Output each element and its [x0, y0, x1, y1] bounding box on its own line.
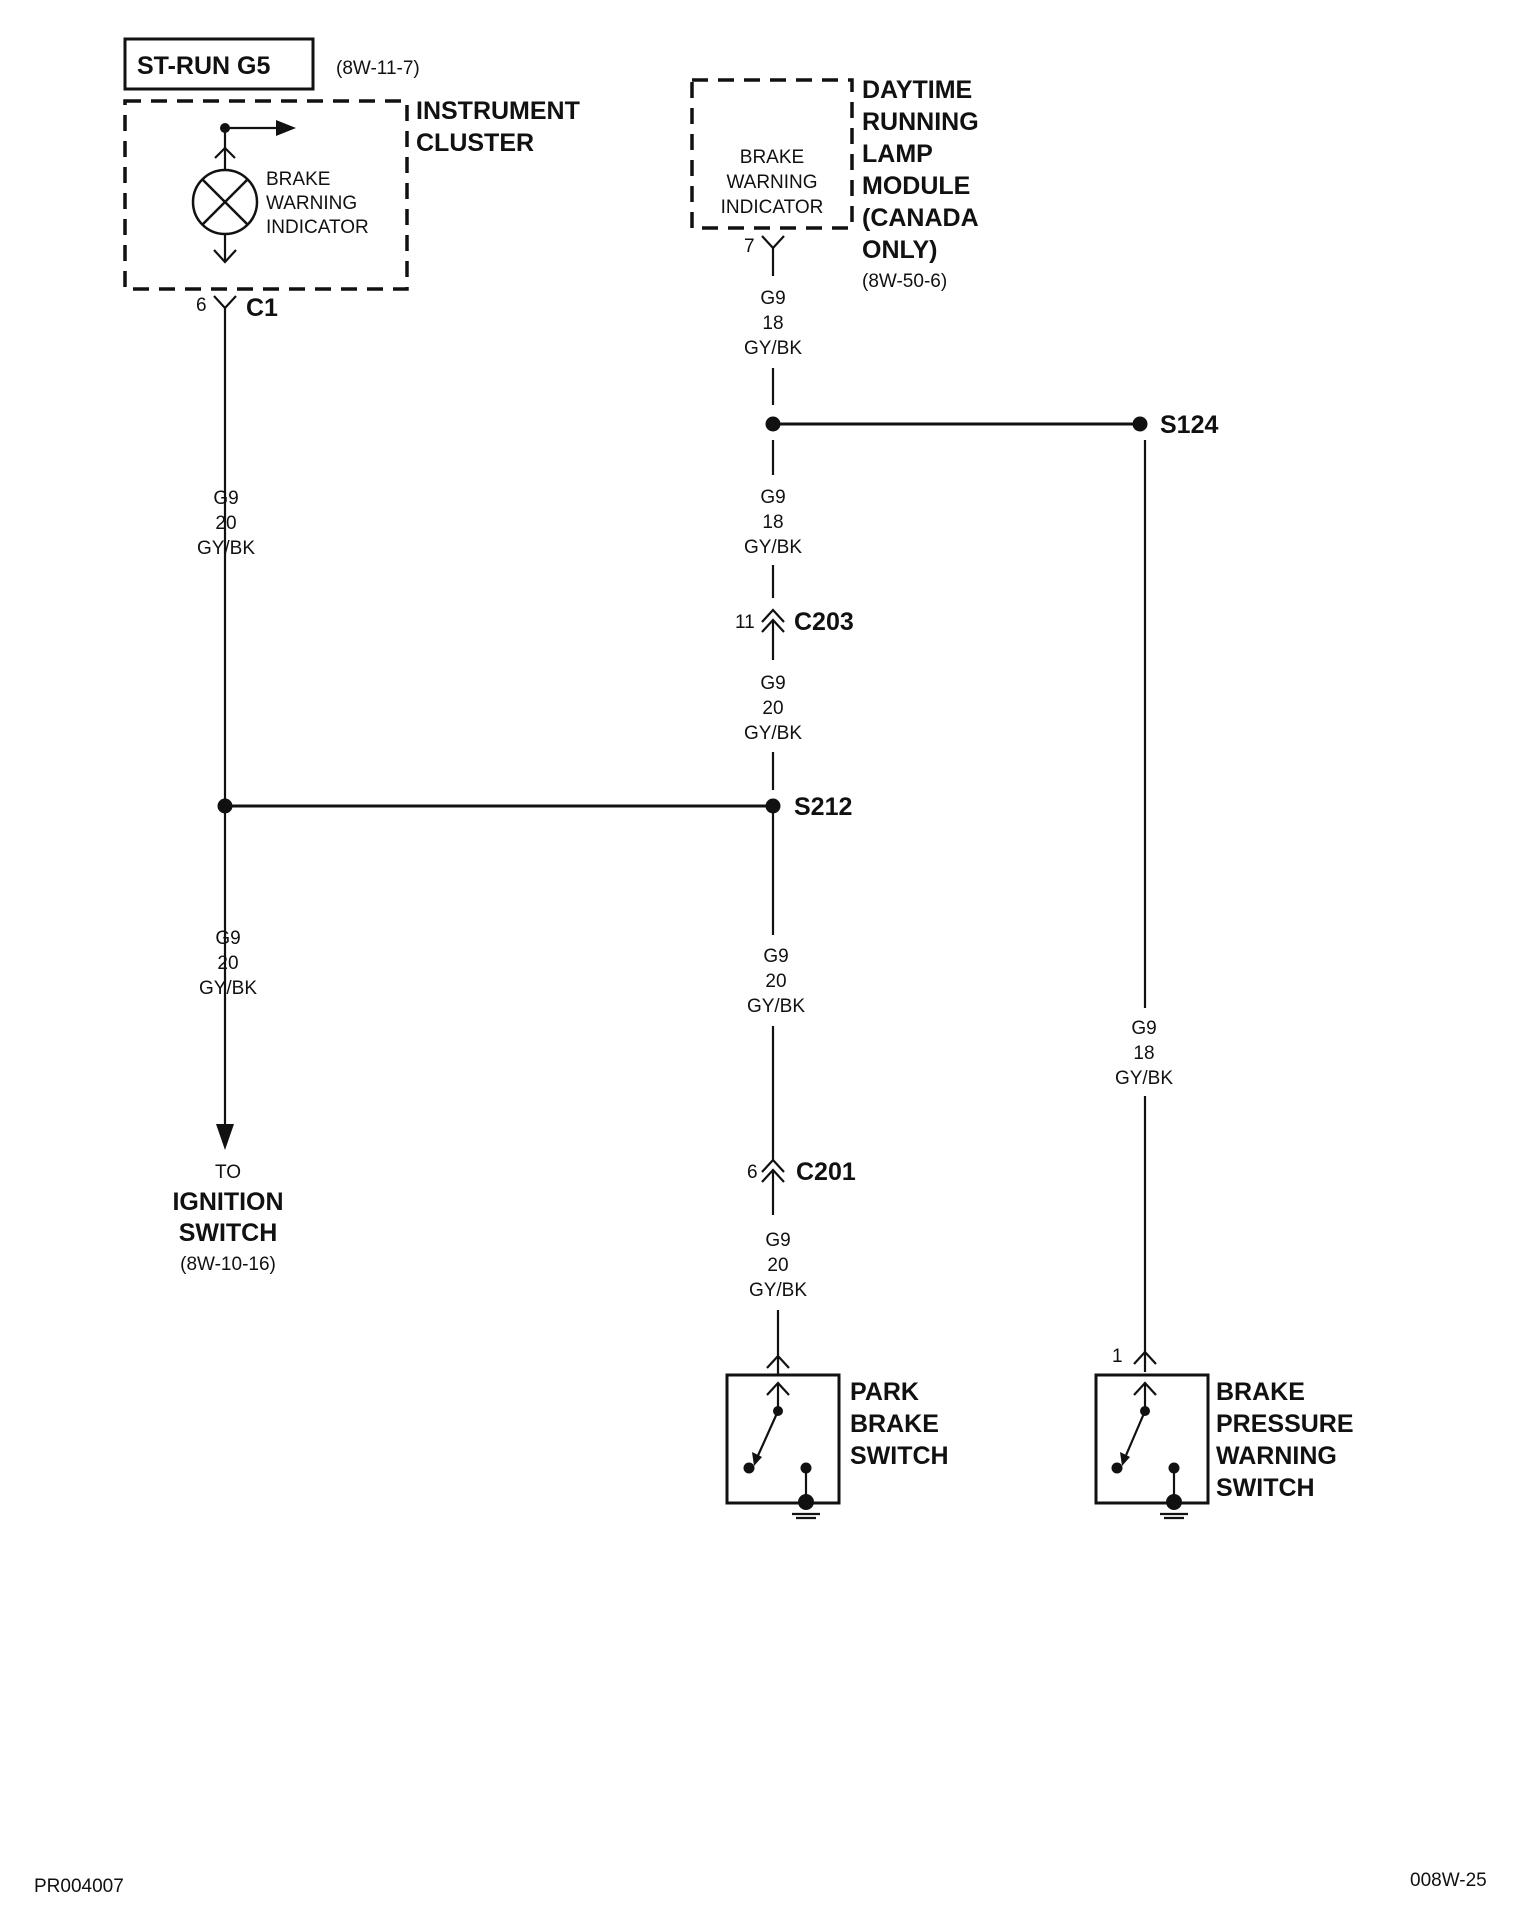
wire-label-center-1: G9 18 GY/BK: [744, 288, 802, 359]
brake-pressure-pin: 1: [1112, 1346, 1123, 1367]
c203-label: C203: [794, 608, 854, 636]
c203-pin: 11: [735, 612, 755, 633]
cluster-indicator-line-2: WARNING: [266, 193, 357, 214]
svg-text:20: 20: [217, 953, 238, 974]
footer-right-code: 008W-25: [1410, 1870, 1487, 1891]
svg-text:GY/BK: GY/BK: [1115, 1068, 1173, 1089]
svg-text:GY/BK: GY/BK: [749, 1280, 807, 1301]
svg-text:SWITCH: SWITCH: [179, 1219, 278, 1247]
c1-label: C1: [246, 294, 278, 322]
svg-text:BRAKE: BRAKE: [1216, 1378, 1305, 1406]
drl-module-box: [690, 78, 854, 230]
drl-module-ref: (8W-50-6): [862, 271, 947, 292]
c1-connector-icon: [213, 295, 237, 310]
brake-pressure-switch-icon: [1094, 1373, 1210, 1520]
svg-text:G9: G9: [763, 946, 788, 967]
svg-text:G9: G9: [760, 288, 785, 309]
svg-text:(CANADA: (CANADA: [862, 204, 979, 232]
s124-label: S124: [1160, 411, 1218, 439]
svg-text:IGNITION: IGNITION: [172, 1188, 283, 1216]
svg-text:PARK: PARK: [850, 1378, 919, 1406]
svg-text:SWITCH: SWITCH: [850, 1442, 949, 1470]
svg-text:BRAKE: BRAKE: [850, 1410, 939, 1438]
drl-connector-icon: [761, 235, 785, 250]
wire-label-center-5: G9 20 GY/BK: [749, 1230, 807, 1301]
svg-text:GY/BK: GY/BK: [199, 978, 257, 999]
svg-text:GY/BK: GY/BK: [744, 537, 802, 558]
instrument-cluster-box: [123, 99, 409, 291]
instrument-cluster-title-1: INSTRUMENT: [416, 97, 580, 125]
drl-module-title: DAYTIME RUNNING LAMP MODULE (CANADA ONLY…: [862, 76, 979, 264]
svg-text:ONLY): ONLY): [862, 236, 937, 264]
instrument-cluster-title-2: CLUSTER: [416, 129, 534, 157]
svg-text:WARNING: WARNING: [1216, 1442, 1337, 1470]
svg-text:MODULE: MODULE: [862, 172, 970, 200]
svg-text:G9: G9: [760, 673, 785, 694]
svg-text:G9: G9: [215, 928, 240, 949]
wire-label-right: G9 18 GY/BK: [1115, 1018, 1173, 1089]
svg-text:(8W-10-16): (8W-10-16): [180, 1254, 276, 1275]
svg-text:G9: G9: [1131, 1018, 1156, 1039]
cluster-indicator-line-3: INDICATOR: [266, 217, 369, 238]
svg-text:18: 18: [762, 313, 783, 334]
cluster-indicator-line-1: BRAKE: [266, 169, 330, 190]
arrow-down-icon: [216, 1124, 234, 1150]
c201-label: C201: [796, 1158, 856, 1186]
svg-text:WARNING: WARNING: [726, 172, 817, 193]
ignition-switch-label: TO IGNITION SWITCH (8W-10-16): [172, 1162, 283, 1275]
svg-text:SWITCH: SWITCH: [1216, 1474, 1315, 1502]
svg-text:20: 20: [765, 971, 786, 992]
wire-label-left-lower: G9 20 GY/BK: [199, 928, 257, 999]
svg-text:G9: G9: [760, 487, 785, 508]
svg-text:20: 20: [215, 513, 236, 534]
svg-text:G9: G9: [765, 1230, 790, 1251]
svg-text:BRAKE: BRAKE: [740, 147, 804, 168]
svg-text:18: 18: [1133, 1043, 1154, 1064]
drl-indicator-label: BRAKE WARNING INDICATOR: [721, 147, 824, 218]
svg-text:G9: G9: [213, 488, 238, 509]
wire-label-left-upper: G9 20 GY/BK: [197, 488, 255, 559]
source-box: [123, 37, 315, 91]
park-brake-switch-icon: [725, 1373, 841, 1520]
svg-text:20: 20: [762, 698, 783, 719]
source-ref: (8W-11-7): [336, 58, 420, 79]
wire-label-center-3: G9 20 GY/BK: [744, 673, 802, 744]
c201-pin: 6: [747, 1162, 758, 1183]
svg-text:20: 20: [767, 1255, 788, 1276]
svg-text:GY/BK: GY/BK: [744, 338, 802, 359]
svg-text:18: 18: [762, 512, 783, 533]
wire-label-center-2: G9 18 GY/BK: [744, 487, 802, 558]
svg-text:LAMP: LAMP: [862, 140, 933, 168]
svg-text:DAYTIME: DAYTIME: [862, 76, 972, 104]
svg-text:GY/BK: GY/BK: [744, 723, 802, 744]
svg-text:TO: TO: [215, 1162, 241, 1183]
footer-left-code: PR004007: [34, 1876, 124, 1897]
c1-pin: 6: [196, 295, 207, 316]
brake-pressure-switch-label: BRAKE PRESSURE WARNING SWITCH: [1216, 1378, 1354, 1502]
s124-dot: [1132, 416, 1148, 432]
arrow-right-icon: [276, 120, 296, 136]
svg-text:RUNNING: RUNNING: [862, 108, 979, 136]
wire-label-center-4: G9 20 GY/BK: [747, 946, 805, 1017]
s212-label: S212: [794, 793, 852, 821]
svg-text:GY/BK: GY/BK: [197, 538, 255, 559]
svg-text:INDICATOR: INDICATOR: [721, 197, 824, 218]
drl-pin: 7: [744, 236, 755, 257]
source-label: ST-RUN G5: [137, 52, 270, 80]
lamp-icon: [191, 168, 259, 236]
svg-text:PRESSURE: PRESSURE: [1216, 1410, 1354, 1438]
svg-text:GY/BK: GY/BK: [747, 996, 805, 1017]
park-brake-switch-label: PARK BRAKE SWITCH: [850, 1378, 949, 1470]
